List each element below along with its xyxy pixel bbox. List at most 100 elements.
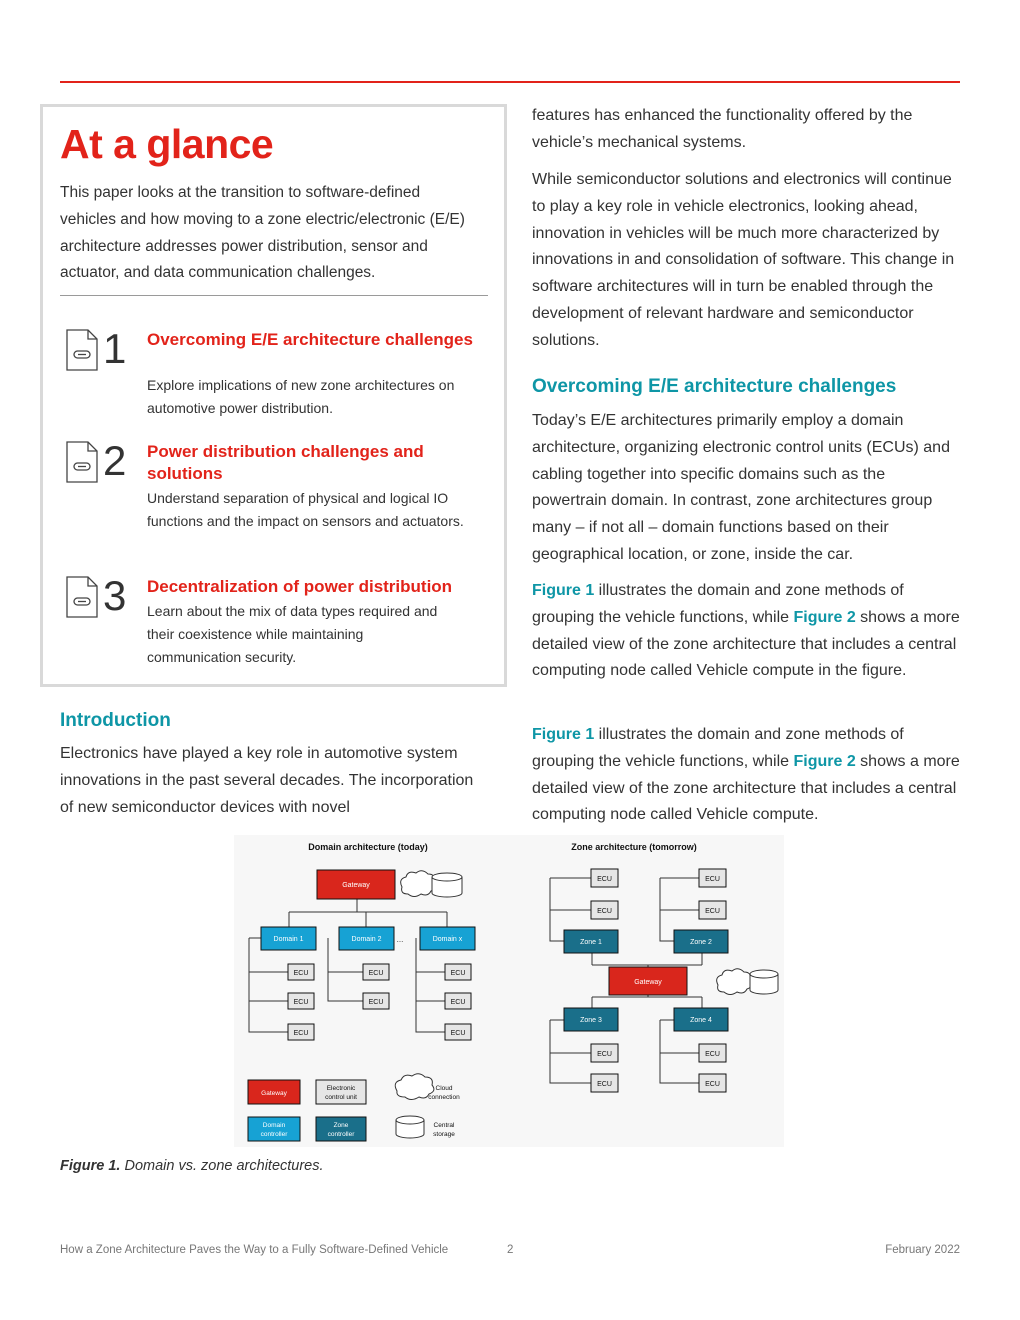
document-link-icon: [66, 441, 98, 483]
body-paragraph: Today’s E/E architectures primarily empl…: [532, 412, 950, 563]
paragraph-text: illustrates the domain and zone methods …: [532, 726, 904, 770]
legend-cloud-icon: [394, 1073, 435, 1100]
zone-1-box: [563, 929, 619, 954]
ecu-label: ECU: [705, 1081, 720, 1088]
zone-2-label: Zone 2: [690, 939, 712, 946]
item-title[interactable]: Power distribution challenges and soluti…: [147, 442, 424, 483]
ecu-label: ECU: [597, 1051, 612, 1058]
domain-ellipsis: ...: [397, 935, 404, 944]
zone-4-label: Zone 4: [690, 1017, 712, 1024]
item-title[interactable]: Overcoming E/E architecture challenges: [147, 330, 473, 349]
legend-ecu-label: Electronic: [327, 1085, 356, 1092]
cloud-icon: [400, 870, 437, 897]
paragraph-text: illustrates the domain and zone methods …: [532, 582, 904, 626]
ecu-box: [698, 1073, 727, 1093]
zone-gateway-box: [608, 966, 688, 996]
domain-x-label: Domain x: [433, 936, 463, 943]
zone-title: Zone architecture (tomorrow): [571, 842, 697, 852]
ecu-label: ECU: [451, 970, 466, 977]
caption-text: Domain vs. zone architectures.: [120, 1158, 324, 1174]
zone-3-label: Zone 3: [580, 1017, 602, 1024]
figure-2-link[interactable]: Figure 2: [793, 608, 856, 626]
storage-icon: [431, 872, 463, 898]
ecu-box: [698, 868, 727, 888]
ecu-label: ECU: [369, 999, 384, 1006]
ecu-label: ECU: [597, 908, 612, 915]
legend-ecu-label: control unit: [325, 1094, 357, 1101]
legend-cloud-label: Cloud: [436, 1085, 453, 1092]
section-heading: Overcoming E/E architecture challenges: [532, 376, 897, 397]
figure-1-link[interactable]: Figure 1: [532, 726, 595, 743]
figure-caption: Figure 1. Domain vs. zone architectures.: [60, 1158, 324, 1174]
domain-connectors: [248, 899, 448, 1033]
ecu-box: [590, 868, 619, 888]
cloud-icon: [716, 968, 753, 995]
ecu-label: ECU: [369, 970, 384, 977]
at-a-glance-box: At a glance This paper looks at the tran…: [40, 104, 507, 687]
zone-connectors: [549, 877, 703, 1084]
ecu-box: [444, 992, 472, 1010]
zone-3-box: [563, 1007, 619, 1032]
ecu-box: [698, 900, 727, 920]
domain-1-label: Domain 1: [274, 936, 304, 943]
footer-page-number: 2: [507, 1244, 514, 1256]
ecu-label: ECU: [705, 876, 720, 883]
storage-icon: [749, 969, 779, 995]
figure-2-link[interactable]: Figure 2: [793, 752, 856, 770]
legend-storage-label: Central: [434, 1122, 456, 1129]
header-rule: [60, 81, 960, 83]
ecu-box: [590, 1043, 619, 1063]
paragraph-text: shows a more detailed view of the zone a…: [532, 752, 960, 824]
ecu-box: [444, 1023, 472, 1041]
document-link-icon: [66, 576, 98, 618]
paragraph-text: shows a more detailed view of the zone a…: [532, 608, 960, 680]
ecu-label: ECU: [294, 999, 309, 1006]
gateway-box: [316, 869, 396, 900]
glance-intro: This paper looks at the transition to so…: [60, 184, 465, 282]
footer-title: How a Zone Architecture Paves the Way to…: [60, 1244, 449, 1256]
legend-zone-label: Zone: [334, 1122, 349, 1129]
domain-1-box: [260, 926, 317, 951]
introduction-text: Electronics have played a key role in au…: [60, 745, 474, 816]
ecu-label: ECU: [294, 1030, 309, 1037]
legend-zone-label: controller: [328, 1131, 356, 1138]
ecu-box: [287, 1023, 315, 1041]
ecu-label: ECU: [597, 876, 612, 883]
continuation-text: features has enhanced the functionality …: [532, 107, 913, 151]
caption-label: Figure 1.: [60, 1158, 121, 1174]
legend-storage-icon: [395, 1115, 425, 1139]
item-description: Learn about the mix of data types requir…: [147, 603, 438, 665]
item-description: Understand separation of physical and lo…: [147, 490, 464, 529]
legend-domain-label: Domain: [263, 1122, 286, 1129]
ecu-box: [590, 900, 619, 920]
ecu-label: ECU: [451, 1030, 466, 1037]
glance-divider: [60, 295, 488, 296]
ecu-label: ECU: [705, 1051, 720, 1058]
item-number: 1: [103, 325, 127, 372]
body-paragraph: While semiconductor solutions and electr…: [532, 171, 955, 349]
figure-reference-paragraph: Figure 1 illustrates the domain and zone…: [532, 578, 960, 685]
ecu-box: [362, 963, 390, 981]
ecu-label: ECU: [451, 999, 466, 1006]
domain-title: Domain architecture (today): [308, 842, 428, 852]
ecu-box: [287, 963, 315, 981]
ecu-box: [698, 1043, 727, 1063]
figure-1-link[interactable]: Figure 1: [532, 582, 595, 599]
ecu-label: ECU: [705, 908, 720, 915]
legend-cloud-label: connection: [428, 1094, 460, 1101]
ecu-box: [362, 992, 390, 1010]
domain-x-box: [419, 926, 476, 951]
ecu-label: ECU: [294, 970, 309, 977]
legend-domain-label: controller: [261, 1131, 289, 1138]
domain-2-box: [338, 926, 395, 951]
introduction-heading: Introduction: [60, 710, 171, 731]
glance-title: At a glance: [60, 121, 274, 167]
architecture-figure: Domain architecture (today) Gateway Doma…: [234, 835, 784, 1147]
footer-date: February 2022: [885, 1244, 960, 1256]
item-title[interactable]: Decentralization of power distribution: [147, 577, 453, 596]
ecu-box: [444, 963, 472, 981]
ecu-label: ECU: [597, 1081, 612, 1088]
ecu-box: [590, 1073, 619, 1093]
zone-gateway-label: Gateway: [634, 979, 662, 986]
item-description: Explore implications of new zone archite…: [147, 377, 455, 416]
